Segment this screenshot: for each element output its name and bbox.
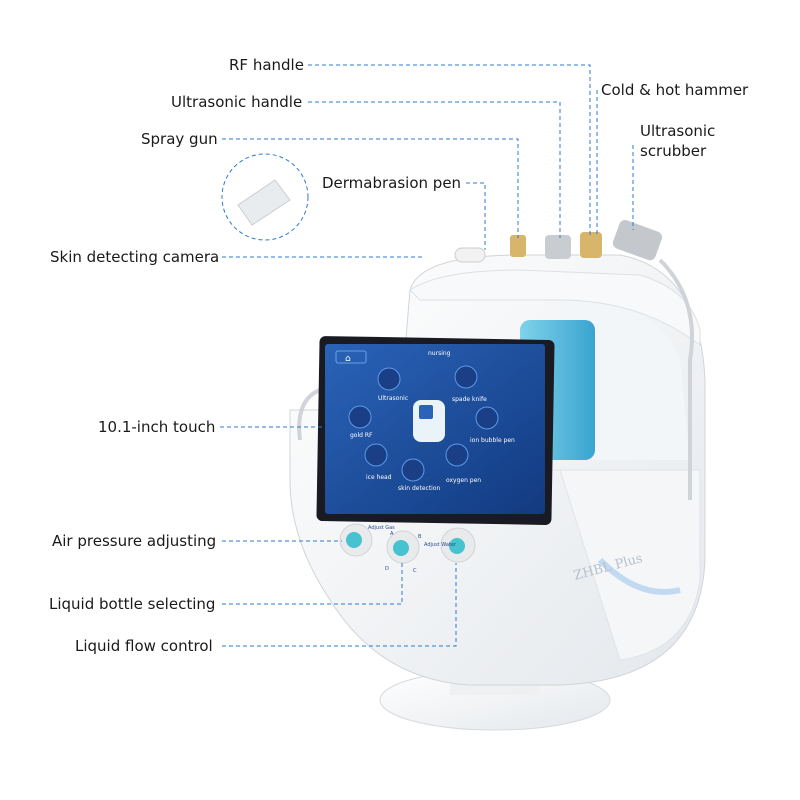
label-rf-handle: RF handle (229, 56, 304, 74)
screen-title: nursing (428, 350, 451, 357)
screen-menu: Ultrasonic spade knife gold RF ion bubbl… (348, 365, 515, 492)
svg-text:D: D (385, 566, 389, 572)
label-ultrasonic-scrubber-line1: Ultrasonic (640, 122, 716, 140)
label-cold-hot-hammer: Cold & hot hammer (601, 81, 749, 99)
label-skin-camera: Skin detecting camera (50, 248, 220, 266)
label-touch-screen: 10.1-inch touch (98, 418, 216, 436)
screen-item-ion-bubble-pen[interactable]: ion bubble pen (470, 437, 515, 444)
svg-text:A: A (390, 531, 394, 537)
leader-lines (220, 64, 634, 647)
handpiece-rf (580, 232, 602, 258)
label-spray-gun: Spray gun (141, 130, 218, 148)
screen-item-spade-knife[interactable]: spade knife (452, 396, 487, 403)
screen-item-ultrasonic[interactable]: Ultrasonic (378, 395, 408, 402)
svg-text:B: B (418, 534, 422, 540)
adjust-water-label: Adjust Water (424, 542, 457, 548)
label-dermabrasion-pen: Dermabrasion pen (322, 174, 462, 192)
control-panel: A B C D Adjust Gas Adjust Water (339, 523, 476, 574)
label-air-pressure: Air pressure adjusting (52, 532, 217, 550)
liquid-bottle-knob[interactable] (393, 540, 409, 556)
home-icon[interactable]: ⌂ (345, 354, 351, 364)
label-liquid-flow: Liquid flow control (75, 637, 213, 655)
label-ultrasonic-handle: Ultrasonic handle (171, 93, 303, 111)
handpiece-dermabrasion (510, 235, 526, 257)
screen-item-oxygen-pen[interactable]: oxygen pen (446, 477, 481, 484)
adjust-gas-label: Adjust Gas (368, 525, 395, 531)
liquid-flow-knob[interactable] (449, 538, 465, 554)
handpiece-ultrasonic (545, 235, 571, 259)
screen-item-gold-rf[interactable]: gold RF (350, 432, 373, 439)
air-pressure-knob[interactable] (346, 532, 362, 548)
screen-item-skin-detection[interactable]: skin detection (398, 485, 441, 492)
svg-text:C: C (413, 568, 417, 574)
handpiece-camera (454, 247, 486, 263)
label-ultrasonic-scrubber-line2: scrubber (640, 142, 707, 160)
screen-item-ice-head[interactable]: ice head (366, 474, 392, 481)
handpiece-scrubber (612, 220, 663, 261)
label-liquid-bottle: Liquid bottle selecting (49, 595, 216, 613)
